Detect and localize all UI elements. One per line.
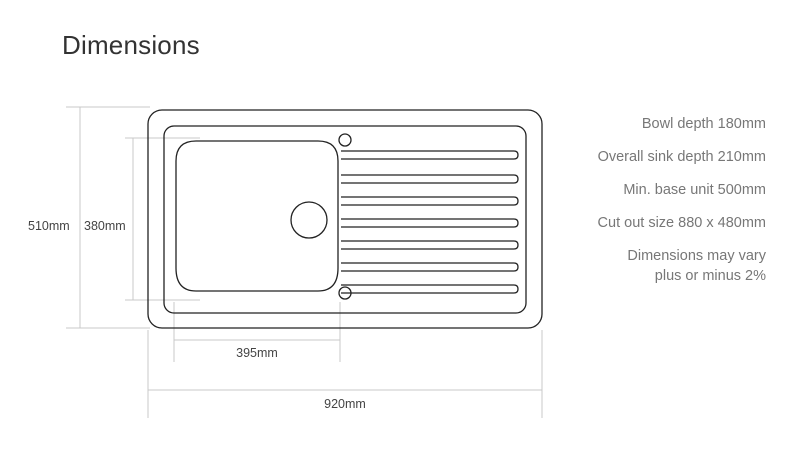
sink-bowl	[175, 140, 339, 292]
spec-tolerance-note: Dimensions may vary plus or minus 2%	[506, 246, 766, 286]
spec-list: Bowl depth 180mm Overall sink depth 210m…	[506, 114, 766, 299]
sink-inner-rim	[163, 125, 527, 314]
drainer-grooves	[341, 150, 519, 294]
sink-outline	[147, 109, 543, 329]
page-title: Dimensions	[62, 30, 200, 60]
spec-min-base-unit: Min. base unit 500mm	[623, 182, 766, 198]
dimension-lines	[66, 106, 543, 418]
note-line-2: plus or minus 2%	[654, 268, 766, 284]
spec-bowl-depth: Bowl depth 180mm	[641, 116, 766, 132]
bowl-width-label: 395mm	[236, 346, 278, 360]
spec-cut-out-size: Cut out size 880 x 480mm	[597, 215, 766, 231]
spec-overall-depth: Overall sink depth 210mm	[597, 149, 766, 165]
overall-height-label: 510mm	[28, 219, 70, 233]
tap-hole	[338, 133, 352, 147]
note-line-1: Dimensions may vary	[627, 248, 766, 264]
overall-width-label: 920mm	[324, 397, 366, 411]
drain-hole	[290, 201, 328, 239]
bowl-height-label: 380mm	[84, 219, 126, 233]
sink-outer-rim	[147, 109, 543, 329]
